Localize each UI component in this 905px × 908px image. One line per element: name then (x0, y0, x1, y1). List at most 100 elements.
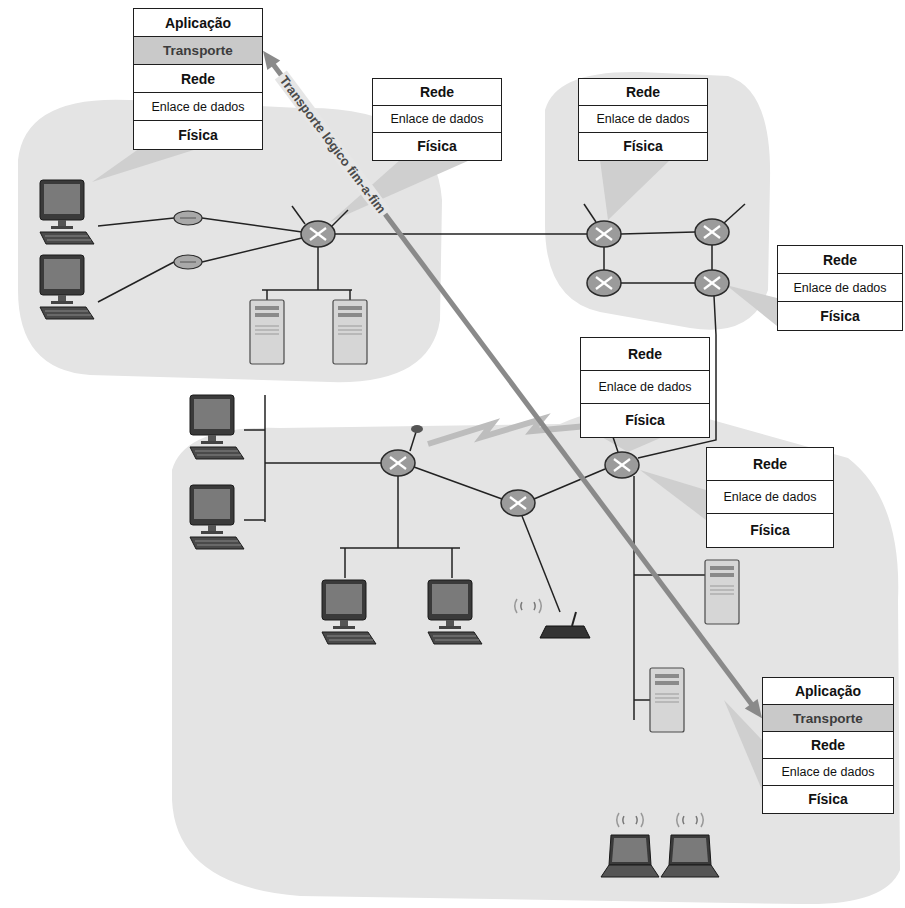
layer-name: Física (417, 138, 457, 154)
wire (451, 548, 453, 578)
wire (344, 548, 346, 578)
transport-layer-box: Transporte (762, 704, 894, 733)
wire (634, 699, 650, 701)
callout-wedge (726, 285, 777, 326)
router-icon (301, 221, 335, 247)
layer-box: Física (372, 132, 502, 161)
layer-box: Aplicação (133, 8, 263, 38)
layer-name: Física (178, 127, 218, 143)
wire (266, 290, 268, 300)
wireless-waves (617, 813, 643, 827)
callout-wedge (640, 470, 706, 520)
wire (244, 429, 265, 431)
wire (262, 289, 352, 291)
router-icon (381, 450, 415, 476)
router-icon (695, 219, 729, 245)
wire (634, 574, 705, 576)
wire (349, 290, 351, 300)
arrow-head (745, 699, 762, 718)
layer-name: Enlace de dados (596, 112, 689, 126)
wire (621, 232, 695, 234)
callout-wedge (600, 436, 665, 452)
access-point (540, 612, 590, 638)
wire (724, 204, 745, 223)
layer-box: Enlace de dados (777, 273, 903, 303)
layer-name: Aplicação (165, 15, 231, 31)
computer-icon (190, 485, 244, 549)
callout-wedge (724, 700, 762, 790)
router-icon (587, 221, 621, 247)
wire (244, 519, 265, 521)
layer-name: Física (625, 412, 665, 428)
layer-name: Física (750, 522, 790, 538)
layer-box: Física (777, 301, 903, 331)
server-icon (250, 300, 284, 364)
layer-box: Rede (133, 64, 263, 94)
wire (98, 218, 174, 226)
layer-box: Rede (372, 78, 502, 107)
computer-icon (40, 255, 94, 319)
wire (522, 516, 560, 612)
wire (332, 210, 348, 226)
router-icon (501, 490, 535, 516)
wire (265, 462, 381, 464)
wireless-waves (515, 599, 541, 613)
server-icon (650, 668, 684, 732)
transport-layer-box: Transporte (133, 36, 263, 66)
layer-name: Física (808, 791, 848, 807)
computer-icon (322, 580, 376, 644)
layer-name: Rede (626, 84, 660, 100)
wires (98, 204, 745, 720)
modem-icon (174, 255, 202, 269)
arrow-head (263, 51, 280, 70)
layer-box: Enlace de dados (706, 480, 834, 515)
layer-box: Rede (777, 245, 903, 275)
layer-box: Enlace de dados (762, 758, 894, 787)
layer-name: Transporte (793, 711, 863, 726)
modem-icon (174, 211, 202, 225)
wire (410, 432, 416, 451)
wire (584, 204, 596, 222)
layer-box: Enlace de dados (133, 92, 263, 122)
router-icon (605, 452, 639, 478)
layer-box: Rede (580, 337, 710, 372)
laptop-icon (661, 835, 719, 877)
wireless-waves (677, 813, 703, 827)
layer-box: Enlace de dados (580, 370, 710, 405)
layer-name: Rede (420, 84, 454, 100)
layer-name: Transporte (163, 43, 233, 58)
wire (621, 282, 695, 284)
layer-box: Rede (706, 447, 834, 482)
callout-wedge (600, 160, 670, 220)
wireless-link (428, 419, 598, 444)
callout-wedge (92, 148, 200, 182)
layer-name: Enlace de dados (390, 112, 483, 126)
wire (98, 262, 174, 302)
layer-box: Aplicação (762, 677, 894, 706)
layer-name: Enlace de dados (598, 380, 691, 394)
computer-icon (40, 180, 94, 244)
layer-name: Física (623, 138, 663, 154)
layer-name: Enlace de dados (151, 100, 244, 114)
layer-name: Rede (753, 456, 787, 472)
wire (414, 467, 502, 499)
wire (711, 245, 713, 270)
wire (202, 218, 302, 232)
layer-name: Aplicação (795, 683, 861, 699)
wire (317, 247, 319, 290)
computer-icon (190, 395, 244, 459)
end-to-end-arrow (263, 51, 762, 719)
layer-name: Rede (823, 252, 857, 268)
antenna-dish (411, 425, 423, 433)
wire (202, 238, 302, 262)
wire (340, 547, 460, 549)
layer-box: Física (580, 403, 710, 438)
layer-name: Rede (628, 346, 662, 362)
layer-box: Enlace de dados (372, 105, 502, 134)
layer-name: Física (820, 308, 860, 324)
server-icon (333, 300, 367, 364)
layer-box: Rede (762, 731, 894, 760)
wire (264, 395, 266, 522)
layer-name: Rede (811, 737, 845, 753)
